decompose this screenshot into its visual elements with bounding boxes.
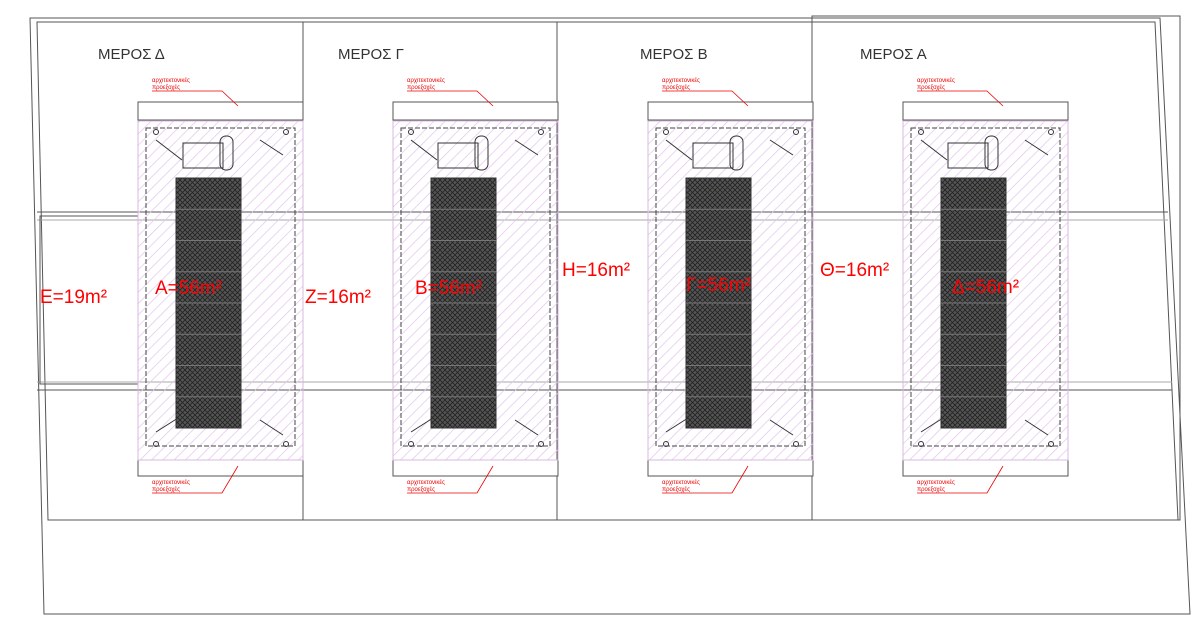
note-architectural-projections: αρχιτεκτονικές bbox=[407, 77, 445, 84]
part-title: ΜΕΡΟΣ Γ bbox=[338, 46, 404, 63]
outer-boundary bbox=[29, 17, 1191, 615]
note-line2: προεξοχές bbox=[917, 84, 945, 91]
part-title: ΜΕΡΟΣ Β bbox=[640, 46, 708, 63]
panel-area-label: B=56m² bbox=[415, 278, 482, 299]
note-architectural-projections: αρχιτεκτονικές bbox=[662, 77, 700, 84]
leader-arrow bbox=[152, 90, 239, 107]
note-line2: προεξοχές bbox=[152, 84, 180, 91]
leader-arrow bbox=[407, 90, 494, 107]
gap-area-label: Θ=16m² bbox=[820, 260, 889, 281]
tank-icon bbox=[437, 142, 479, 169]
tank-icon bbox=[182, 142, 224, 169]
leader-arrow bbox=[407, 465, 494, 494]
solar-module bbox=[647, 101, 814, 477]
note-line2: προεξοχές bbox=[662, 84, 690, 91]
tank-icon bbox=[692, 142, 734, 169]
solar-module bbox=[137, 101, 304, 477]
part-title: ΜΕΡΟΣ Α bbox=[860, 46, 927, 63]
note-architectural-projections: αρχιτεκτονικές bbox=[662, 479, 700, 486]
note-line2: προεξοχές bbox=[152, 486, 180, 493]
leader-arrow bbox=[152, 465, 239, 494]
leader-arrow bbox=[662, 465, 749, 494]
panel-area-label: A=56m² bbox=[155, 278, 222, 299]
note-architectural-projections: αρχιτεκτονικές bbox=[152, 479, 190, 486]
leader-arrow bbox=[917, 465, 1004, 494]
solar-module bbox=[902, 101, 1069, 477]
note-architectural-projections: αρχιτεκτονικές bbox=[917, 479, 955, 486]
panel-area-label: Γ=56m² bbox=[686, 275, 751, 296]
gap-area-label: H=16m² bbox=[562, 260, 630, 281]
note-line2: προεξοχές bbox=[407, 486, 435, 493]
note-line2: προεξοχές bbox=[917, 486, 945, 493]
gap-area-label: E=19m² bbox=[40, 287, 107, 308]
note-line2: προεξοχές bbox=[662, 486, 690, 493]
leader-arrow bbox=[662, 90, 749, 107]
note-architectural-projections: αρχιτεκτονικές bbox=[152, 77, 190, 84]
tank-icon bbox=[947, 142, 989, 169]
note-architectural-projections: αρχιτεκτονικές bbox=[917, 77, 955, 84]
panel-area-label: Δ=56m² bbox=[952, 277, 1019, 298]
note-architectural-projections: αρχιτεκτονικές bbox=[407, 479, 445, 486]
gap-area-label: Z=16m² bbox=[305, 287, 371, 308]
part-title: ΜΕΡΟΣ Δ bbox=[98, 46, 165, 63]
leader-arrow bbox=[917, 90, 1004, 107]
note-line2: προεξοχές bbox=[407, 84, 435, 91]
solar-module bbox=[392, 101, 559, 477]
